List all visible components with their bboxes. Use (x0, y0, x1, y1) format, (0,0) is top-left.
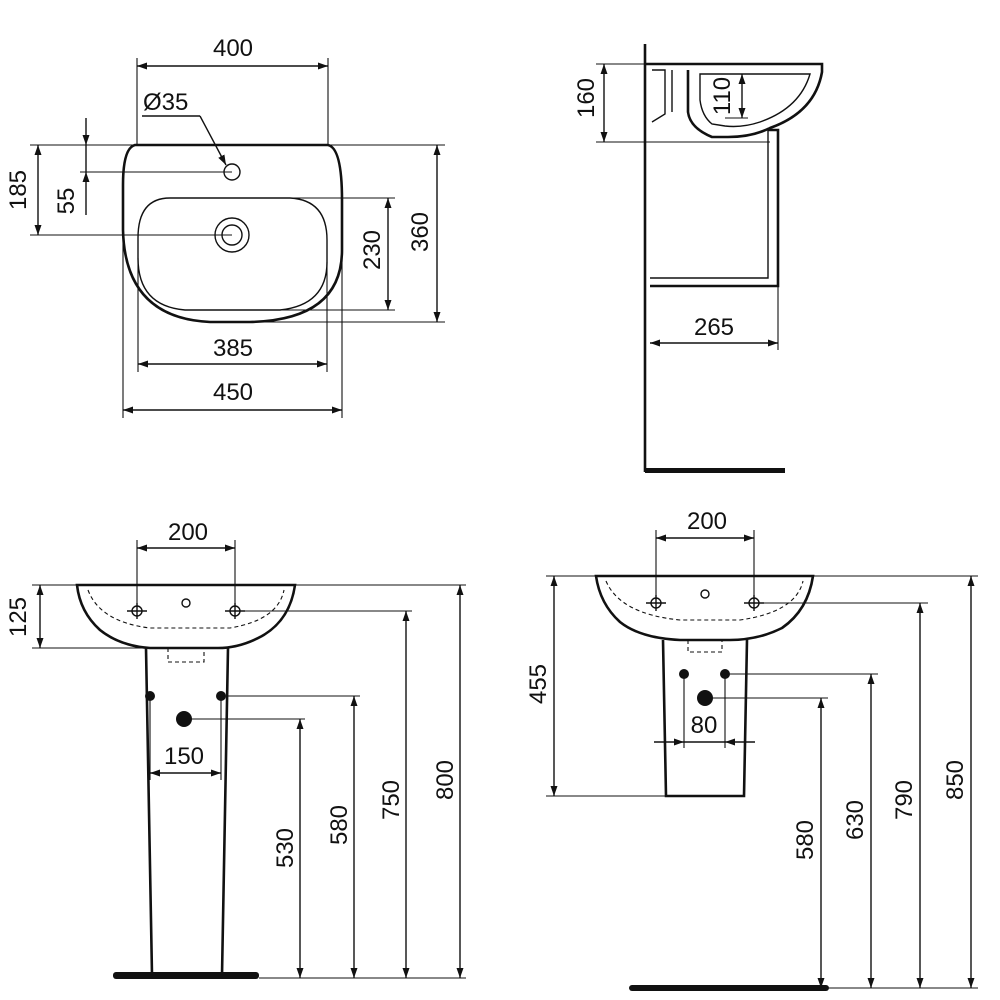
semi-shroud (661, 639, 749, 798)
dim-label-790: 790 (891, 780, 918, 820)
dim-label-200-b: 200 (687, 508, 727, 535)
dim-label-55: 55 (53, 188, 80, 215)
dim-label-80: 80 (691, 712, 718, 739)
dim-label-hole-diameter: Ø35 (143, 89, 188, 116)
dim-label-400: 400 (213, 35, 253, 62)
dim-label-200-a: 200 (168, 519, 208, 546)
basin-back (651, 69, 666, 123)
semi-supply-left (679, 669, 689, 679)
dim-label-150: 150 (164, 743, 204, 770)
top-view: 400 Ø35 185 55 230 360 385 450 (5, 35, 445, 418)
dim-label-360: 360 (407, 212, 434, 252)
basin-profile-outer (645, 62, 824, 139)
floor-bar (645, 468, 785, 473)
semi-basin-dashed (605, 580, 804, 621)
dim-label-385: 385 (213, 335, 253, 362)
basin-profile-inner (699, 73, 811, 128)
pedestal-view: 200 125 150 530 580 750 800 (5, 519, 466, 979)
dim-label-185: 185 (5, 170, 32, 210)
semi-tap-hole-center (700, 589, 710, 599)
dim-label-850: 850 (942, 760, 969, 800)
dim-label-110: 110 (709, 77, 736, 115)
tap-hole-center (181, 598, 191, 608)
pedestal-basin (75, 583, 297, 650)
dim-label-530: 530 (272, 828, 299, 868)
dim-label-450: 450 (213, 379, 253, 406)
semi-pedestal-view: 200 455 80 580 630 790 850 (525, 508, 978, 991)
dim-label-800: 800 (432, 760, 459, 800)
dim-label-580-b: 580 (792, 820, 819, 860)
semi-floor-bar (629, 985, 829, 991)
pedestal-base (113, 972, 259, 979)
dim-label-160: 160 (573, 78, 600, 118)
pedestal-column (144, 647, 230, 976)
dim-label-630: 630 (842, 800, 869, 840)
dim-label-750: 750 (378, 780, 405, 820)
shroud-profile (650, 128, 780, 288)
dim-label-455: 455 (525, 664, 552, 704)
dim-label-230: 230 (359, 230, 386, 270)
waste-outlet (167, 648, 205, 663)
dim-label-580-a: 580 (326, 805, 353, 845)
bowl-outline (137, 197, 328, 311)
side-view: 160 110 265 (573, 44, 824, 473)
dim-label-125: 125 (5, 597, 32, 637)
supply-point-left (145, 691, 155, 701)
semi-basin (594, 574, 815, 642)
dim-label-265: 265 (694, 314, 734, 341)
pedestal-basin-dashed (87, 589, 285, 629)
semi-waste-outlet (687, 640, 723, 653)
